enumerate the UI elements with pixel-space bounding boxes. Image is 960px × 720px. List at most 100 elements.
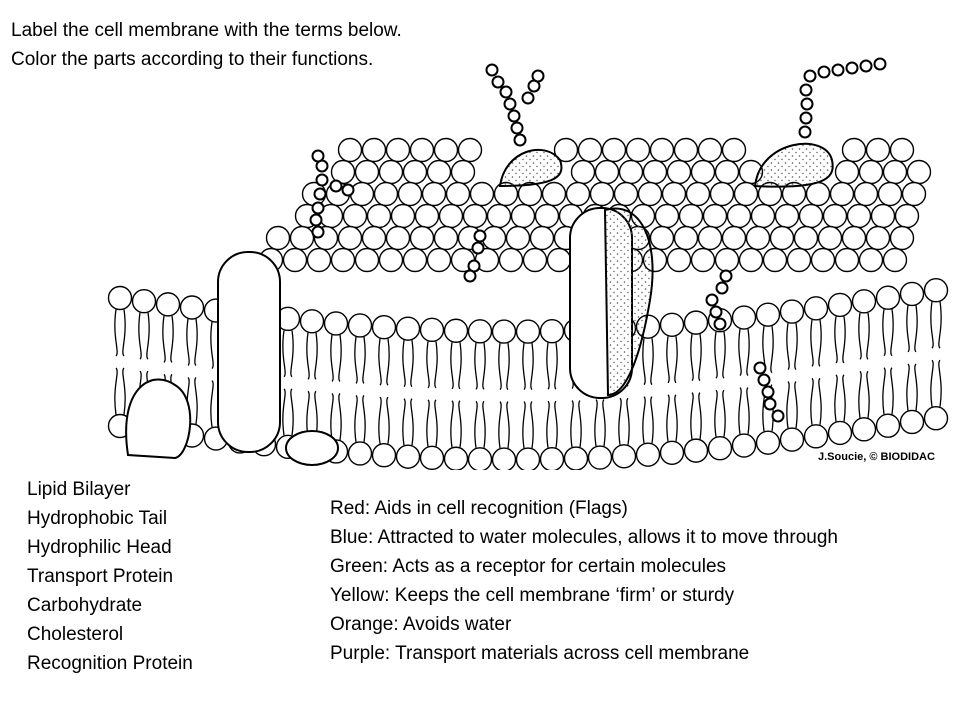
tail-lower: [378, 396, 382, 444]
carbohydrate-chain: [763, 397, 777, 411]
tail-lower: [330, 393, 334, 441]
tail-lower: [698, 392, 702, 440]
head-surface: [858, 159, 884, 185]
head-surface: [402, 247, 428, 273]
head-surface: [805, 181, 831, 207]
head-surface: [810, 247, 836, 273]
head-surface: [822, 203, 848, 229]
head-lower: [635, 442, 661, 467]
tail-upper: [890, 309, 894, 357]
head-surface: [289, 225, 315, 251]
tail-lower: [410, 398, 414, 446]
head-lower: [851, 417, 877, 442]
carbohydrate-chain: [513, 133, 527, 147]
tail-upper: [914, 305, 918, 353]
tail-upper: [426, 341, 430, 389]
tail-lower: [722, 389, 726, 437]
tail-upper: [146, 312, 150, 360]
tail-upper: [210, 321, 214, 369]
head-surface: [649, 137, 675, 163]
head-upper: [323, 311, 349, 336]
carbohydrate-chain: [709, 305, 723, 319]
head-upper: [107, 285, 133, 311]
tail-lower: [882, 367, 886, 415]
head-lower: [731, 433, 757, 458]
head-lower: [347, 441, 373, 466]
tail-upper: [530, 342, 534, 391]
head-surface: [702, 203, 728, 229]
head-surface: [906, 159, 932, 185]
carbohydrate-chain: [311, 149, 325, 163]
carbohydrate-chain: [341, 183, 355, 197]
tail-upper: [666, 336, 670, 384]
head-surface: [373, 181, 399, 207]
head-surface: [433, 225, 459, 251]
head-upper: [395, 316, 421, 341]
tail-lower: [666, 394, 670, 442]
tail-lower: [498, 401, 502, 449]
carbohydrate-chain: [471, 241, 485, 255]
head-surface: [618, 159, 644, 185]
head-surface: [498, 247, 524, 273]
tail-lower: [858, 370, 862, 418]
term-transport-protein: Transport Protein: [27, 566, 174, 587]
tail-lower: [114, 367, 118, 415]
tail-upper: [282, 330, 286, 378]
head-surface: [426, 247, 452, 273]
head-surface: [445, 181, 471, 207]
tail-upper: [722, 331, 726, 379]
carbohydrate-chain: [531, 69, 545, 83]
head-surface: [889, 137, 915, 163]
tail-lower: [602, 399, 606, 447]
tail-lower: [818, 377, 822, 425]
head-surface: [529, 225, 555, 251]
tail-upper: [650, 338, 654, 386]
carbohydrate-chain: [845, 61, 859, 75]
tail-lower: [810, 377, 814, 425]
head-surface: [697, 225, 723, 251]
head-surface: [649, 225, 675, 251]
tail-upper: [794, 322, 798, 371]
tail-upper: [738, 328, 742, 377]
tail-lower: [434, 399, 438, 447]
tail-upper: [386, 338, 390, 386]
credit-label: J.Soucie, © BIODIDAC: [818, 451, 935, 463]
tail-lower: [914, 363, 918, 411]
head-surface: [337, 137, 363, 163]
head-surface: [390, 203, 416, 229]
tail-lower: [938, 359, 942, 407]
tail-lower: [626, 397, 630, 445]
carbohydrate-chain: [753, 361, 767, 375]
head-surface: [721, 137, 747, 163]
head-lower: [923, 406, 949, 431]
head-lower: [491, 447, 517, 470]
head-surface: [546, 247, 572, 273]
head-surface: [882, 159, 908, 185]
tail-upper: [290, 330, 294, 378]
head-surface: [282, 247, 308, 273]
tail-upper: [770, 326, 774, 374]
tail-lower: [122, 367, 126, 415]
head-surface: [726, 203, 752, 229]
carbohydrate-chain: [309, 213, 323, 227]
head-lower: [875, 413, 901, 438]
head-lower: [899, 409, 925, 435]
term-hydrophilic-head: Hydrophilic Head: [27, 537, 172, 558]
tail-lower: [282, 388, 286, 436]
head-surface: [354, 247, 380, 273]
head-surface: [733, 181, 759, 207]
head-surface: [462, 203, 488, 229]
recognition-protein: [753, 142, 834, 188]
head-surface: [666, 159, 692, 185]
carbohydrate-chain: [329, 179, 343, 193]
tail-lower: [450, 400, 454, 448]
head-upper: [491, 319, 517, 344]
head-surface: [337, 225, 363, 251]
tail-lower: [338, 393, 342, 441]
tail-lower: [906, 363, 910, 411]
tail-upper: [354, 336, 358, 384]
head-upper: [851, 289, 877, 314]
peripheral-protein-lower: [285, 430, 339, 466]
head-surface: [438, 203, 464, 229]
head-surface: [306, 247, 332, 273]
